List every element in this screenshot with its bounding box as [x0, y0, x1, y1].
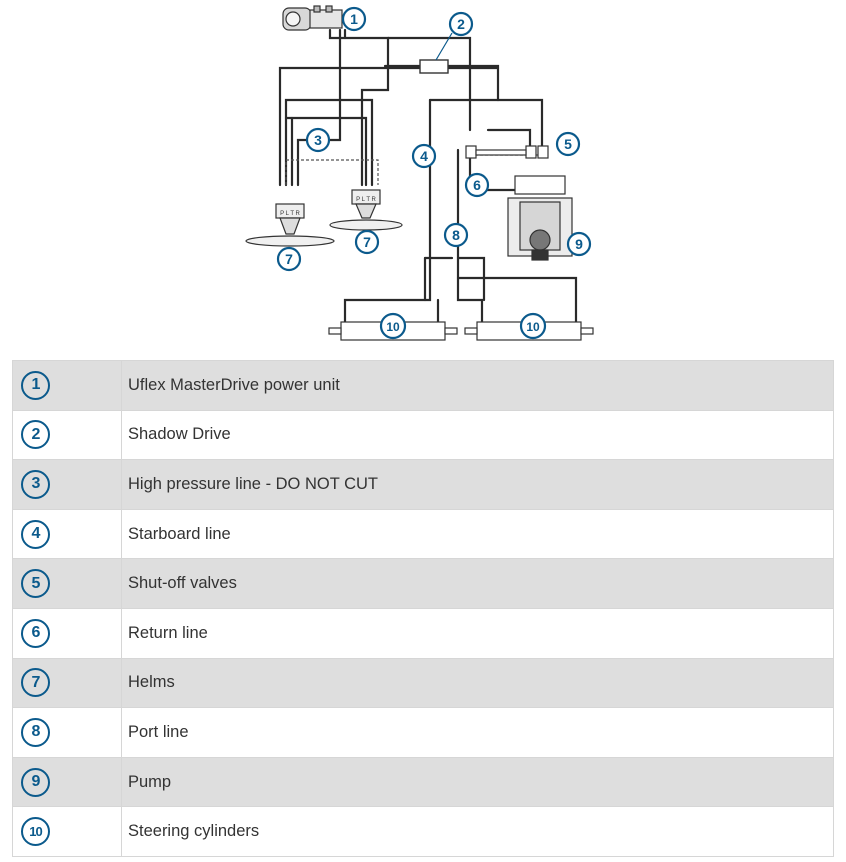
callout-10-number-a: 10 [386, 320, 400, 334]
callout-8-number: 8 [452, 227, 460, 243]
legend-number-10: 10 [21, 817, 50, 847]
callout-9-marker [566, 231, 592, 257]
legend-number-9: 9 [21, 767, 50, 797]
legend-label-4: Starboard line [121, 508, 834, 560]
callout-6-number: 6 [473, 177, 481, 193]
callout-10-marker-b [519, 312, 547, 340]
legend-row-3: 3 High pressure line - DO NOT CUT [12, 459, 834, 510]
legend-number-2: 2 [21, 420, 50, 450]
callout-8-marker [443, 222, 469, 248]
legend-row-2: 2 Shadow Drive [12, 409, 834, 461]
callout-6-marker [464, 172, 490, 198]
legend-label-6: Return line [121, 607, 834, 659]
callout-4-marker [411, 143, 437, 169]
callout-2-marker [448, 11, 474, 37]
callout-7-marker-b [276, 246, 302, 272]
legend-label-9: Pump [121, 756, 834, 808]
legend-row-10: 10 Steering cylinders [12, 806, 834, 857]
callout-4-number: 4 [420, 148, 428, 164]
legend-number-6: 6 [21, 618, 50, 648]
callout-7-number-b: 7 [285, 251, 293, 267]
legend-row-1: 1 Uflex MasterDrive power unit [12, 360, 834, 411]
callout-2-number: 2 [457, 16, 465, 32]
legend-label-3: High pressure line - DO NOT CUT [121, 459, 834, 510]
callout-1-number: 1 [350, 11, 358, 27]
callout-legend-table: 1 Uflex MasterDrive power unit 2 Shadow … [12, 360, 834, 857]
callout-10-marker-a [379, 312, 407, 340]
legend-number-5: 5 [21, 569, 50, 599]
legend-row-9: 9 Pump [12, 756, 834, 808]
legend-label-5: Shut-off valves [121, 558, 834, 609]
legend-label-1: Uflex MasterDrive power unit [121, 360, 834, 411]
callout-5-number: 5 [564, 136, 572, 152]
legend-row-6: 6 Return line [12, 607, 834, 659]
legend-label-10: Steering cylinders [121, 806, 834, 857]
hydraulic-steering-diagram: P L T R P L T R 1 2 3 4 5 6 7 7 8 [245, 5, 594, 341]
callout-1-marker [341, 6, 367, 32]
callout-5-marker [555, 131, 581, 157]
callout-3-marker [305, 127, 331, 153]
legend-number-1: 1 [21, 370, 50, 400]
helm-port-label-1: P L T R [280, 211, 300, 217]
legend-number-4: 4 [21, 519, 50, 549]
legend-row-8: 8 Port line [12, 707, 834, 758]
legend-number-7: 7 [21, 668, 50, 698]
legend-row-4: 4 Starboard line [12, 508, 834, 560]
callout-7-number-a: 7 [363, 234, 371, 250]
legend-row-7: 7 Helms [12, 657, 834, 709]
legend-row-5: 5 Shut-off valves [12, 558, 834, 609]
callout-3-number: 3 [314, 132, 322, 148]
legend-number-8: 8 [21, 717, 50, 747]
legend-number-3: 3 [21, 469, 50, 499]
callout-10-number-b: 10 [526, 320, 540, 334]
legend-label-8: Port line [121, 707, 834, 758]
callout-9-number: 9 [575, 236, 583, 252]
legend-label-7: Helms [121, 657, 834, 709]
legend-label-2: Shadow Drive [121, 409, 834, 461]
helm-port-label-2: P L T R [356, 197, 376, 203]
callout-7-marker-a [354, 229, 380, 255]
